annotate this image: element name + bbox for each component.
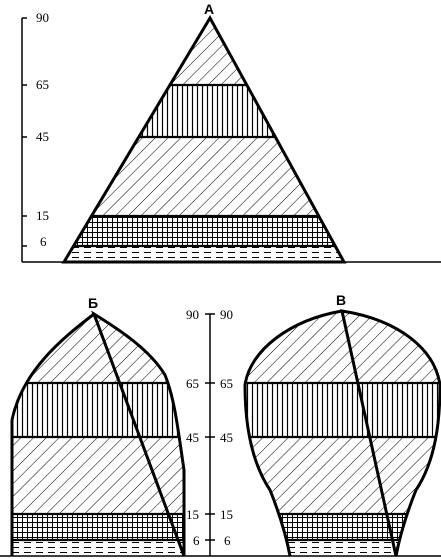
axis-a bbox=[21, 17, 441, 263]
axis-bv-labels-left: 90 65 45 15 6 bbox=[186, 307, 200, 548]
axis-bv bbox=[0, 313, 441, 557]
tick-b-65: 65 bbox=[186, 376, 199, 391]
band-a-15-45 bbox=[64, 137, 344, 216]
tick-a-65: 65 bbox=[36, 77, 49, 92]
band-v-15-45 bbox=[245, 437, 440, 514]
tick-b-6: 6 bbox=[193, 533, 200, 548]
tick-a-6: 6 bbox=[40, 234, 47, 249]
axis-bv-labels-right: 90 65 45 15 6 bbox=[220, 307, 233, 548]
band-b-0-6 bbox=[12, 540, 184, 556]
pyramid-b-label: Б bbox=[88, 295, 98, 311]
band-v-45-65 bbox=[245, 383, 440, 437]
tick-a-90: 90 bbox=[36, 10, 49, 25]
tick-v-15: 15 bbox=[220, 507, 233, 522]
tick-v-65: 65 bbox=[220, 376, 233, 391]
tick-b-45: 45 bbox=[186, 430, 199, 445]
band-b-45-65 bbox=[12, 383, 184, 437]
band-a-0-6 bbox=[64, 246, 344, 262]
axis-a-labels: 90 65 45 15 6 bbox=[36, 10, 49, 249]
band-v-0-6 bbox=[245, 540, 440, 556]
pyramid-a-label: А bbox=[204, 1, 214, 17]
tick-a-15: 15 bbox=[36, 208, 49, 223]
band-b-6-15 bbox=[12, 514, 184, 540]
tick-b-15: 15 bbox=[186, 507, 199, 522]
tick-v-6: 6 bbox=[224, 533, 231, 548]
band-a-45-65 bbox=[64, 85, 344, 137]
tick-a-45: 45 bbox=[36, 129, 49, 144]
band-a-65-90 bbox=[64, 18, 344, 85]
tick-b-90: 90 bbox=[186, 307, 199, 322]
pyramid-b-outline bbox=[10, 310, 186, 557]
pyramid-v-label: В bbox=[336, 292, 346, 308]
tick-v-45: 45 bbox=[220, 430, 233, 445]
pyramid-a: А bbox=[61, 1, 347, 264]
tick-v-90: 90 bbox=[220, 307, 233, 322]
pyramid-v-outline bbox=[243, 309, 441, 557]
band-a-0-15 bbox=[64, 216, 344, 246]
